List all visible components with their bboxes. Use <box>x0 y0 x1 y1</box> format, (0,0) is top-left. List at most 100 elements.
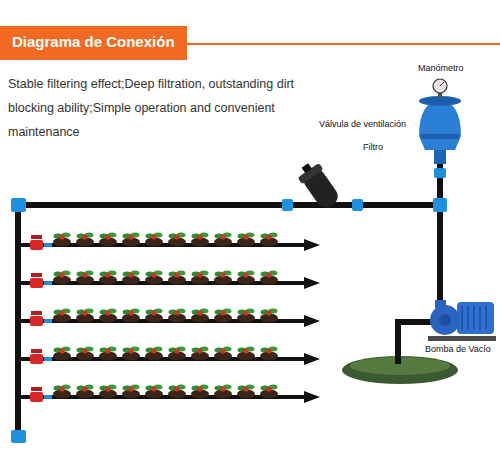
part-label: Filtro <box>362 142 384 153</box>
plant <box>53 385 71 399</box>
pipe-fitting <box>11 430 26 443</box>
fruit <box>128 272 133 277</box>
plant <box>53 347 71 361</box>
plant <box>76 309 94 323</box>
fruit <box>82 234 87 239</box>
branch-valve <box>30 316 43 326</box>
pipe-fitting <box>434 168 446 178</box>
pump-hub <box>439 314 451 326</box>
valve-handle <box>31 349 42 353</box>
plant <box>168 271 186 285</box>
pipe-fitting <box>11 198 26 212</box>
fruit <box>59 386 64 391</box>
pump-outlet <box>435 300 446 308</box>
fruit <box>266 272 271 277</box>
pipe-fitting <box>44 319 52 323</box>
plant <box>191 347 209 361</box>
fruit <box>174 348 179 353</box>
fruit <box>220 386 225 391</box>
fruit <box>266 386 271 391</box>
plant <box>191 385 209 399</box>
plant <box>168 385 186 399</box>
plant <box>237 309 255 323</box>
fruit <box>82 386 87 391</box>
pump-motor <box>457 302 494 334</box>
plant <box>260 309 278 323</box>
fruit <box>105 272 110 277</box>
fruit <box>243 234 248 239</box>
plant <box>237 271 255 285</box>
filter-handle <box>302 163 313 173</box>
fruit <box>174 234 179 239</box>
fruit <box>59 348 64 353</box>
plant <box>145 271 163 285</box>
branch-valve <box>30 278 43 288</box>
fruit <box>105 310 110 315</box>
line-end-plug <box>304 315 320 327</box>
fruit <box>243 272 248 277</box>
fruit <box>174 310 179 315</box>
pipe-fitting <box>44 357 52 361</box>
plant <box>214 309 232 323</box>
part-label: Bomba de Vacío <box>424 344 492 355</box>
pipe-fitting <box>352 199 363 211</box>
branch-valve <box>30 392 43 402</box>
part-label: Manómetro <box>417 63 465 74</box>
plant <box>191 309 209 323</box>
drip-line <box>18 233 320 252</box>
fruit <box>266 348 271 353</box>
header-title: Diagrama de Conexión <box>12 33 175 50</box>
plant <box>260 385 278 399</box>
pump-volute <box>430 305 460 335</box>
fruit <box>128 386 133 391</box>
header-tab <box>0 26 187 60</box>
fruit <box>220 310 225 315</box>
fruit <box>105 234 110 239</box>
valve-handle <box>31 273 42 277</box>
drip-line <box>18 309 320 328</box>
fruit <box>82 348 87 353</box>
drip-line <box>18 271 320 290</box>
feature-description: Stable filtering effect;Deep filtration,… <box>8 72 316 144</box>
fruit <box>266 310 271 315</box>
fruit <box>220 348 225 353</box>
fruit <box>243 310 248 315</box>
line-end-plug <box>304 391 320 403</box>
fruit <box>105 348 110 353</box>
fruit <box>151 272 156 277</box>
fruit <box>197 310 202 315</box>
pressure-gauge <box>433 79 447 93</box>
fruit <box>197 386 202 391</box>
plant <box>145 309 163 323</box>
fruit <box>197 234 202 239</box>
motor-fins <box>462 306 486 330</box>
valve-handle <box>31 387 42 391</box>
plant <box>260 347 278 361</box>
plant <box>122 347 140 361</box>
plant <box>237 233 255 247</box>
plant <box>168 309 186 323</box>
line-end-plug <box>304 353 320 365</box>
plant <box>99 233 117 247</box>
plant <box>99 347 117 361</box>
pipe-fitting <box>282 199 293 211</box>
plant <box>191 271 209 285</box>
plant <box>76 271 94 285</box>
plant <box>122 271 140 285</box>
fruit <box>151 348 156 353</box>
fruit <box>59 310 64 315</box>
fruit <box>151 310 156 315</box>
line-end-plug <box>304 239 320 251</box>
plant <box>237 385 255 399</box>
plant <box>99 309 117 323</box>
drip-line <box>18 385 320 404</box>
plant <box>145 233 163 247</box>
valve-band <box>421 134 459 139</box>
plant <box>260 233 278 247</box>
branch-valve <box>30 354 43 364</box>
pipe-fitting <box>44 395 52 399</box>
fruit <box>266 234 271 239</box>
plant <box>237 347 255 361</box>
fruit <box>174 386 179 391</box>
